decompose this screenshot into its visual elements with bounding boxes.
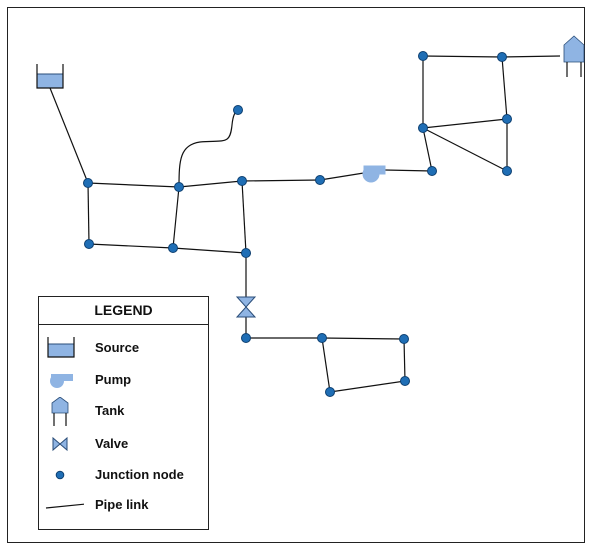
pipe-links [49,55,561,393]
legend-title: LEGEND [39,297,208,325]
pump-icon [362,165,386,183]
source-icon [36,64,64,89]
pipe-link [329,380,406,393]
tank-icon [51,397,69,426]
pump-icon [50,374,73,388]
junction-node [83,178,93,188]
junction-node [241,248,251,258]
pipe-link [178,109,239,188]
pipe-link [172,186,180,249]
legend-item-tank: Tank [39,397,208,426]
pipe-link [321,337,405,340]
pipe-link [501,55,561,58]
junction-node [168,243,178,253]
legend-item-junction-node: Junction node [39,464,208,486]
legend-label: Junction node [95,467,184,482]
tank-icon [563,35,585,77]
pipe-link [49,87,89,184]
pipe-link [403,338,406,382]
legend-item-source: Source [39,337,208,359]
junction-nodes [83,51,512,397]
junction-node [237,176,247,186]
legend-label: Pump [95,372,132,387]
junction-node [502,166,512,176]
junction-node [497,52,507,62]
junction-node [315,175,325,185]
pipe-link [241,179,321,182]
junction-node [502,114,512,124]
legend-label: Tank [95,403,125,418]
pipe-link-icon [45,503,84,509]
pipe-link [172,247,247,254]
junction-node [233,105,243,115]
legend-label: Pipe link [95,497,149,512]
legend-item-pump: Pump [39,369,208,391]
junction-node [418,123,428,133]
pipe-link [384,169,433,172]
junction-node [325,387,335,397]
junction-node [399,334,409,344]
diagram-frame [7,7,585,543]
pipe-link [321,337,331,393]
pipe-link [88,243,174,249]
junction-node [84,239,94,249]
pipe-link [422,55,503,58]
junction-node [174,182,184,192]
legend-item-valve: Valve [39,433,208,455]
valve-icon [52,436,68,452]
legend-label: Valve [95,436,129,451]
pipe-link [422,127,508,172]
pipe-link [87,182,180,188]
legend-label: Source [95,340,140,355]
legend: LEGEND Source Pump Tank Valve [38,296,209,530]
pipe-link [422,118,508,129]
junction-node-icon [55,470,65,480]
junction-node [400,376,410,386]
junction-node [241,333,251,343]
pipe-link [241,180,247,254]
pipe-link [319,171,371,181]
valve-icon [235,296,257,318]
pipe-link [422,127,433,172]
pipe-link [87,182,90,245]
junction-node [427,166,437,176]
pipe-link [501,56,508,120]
source-icon [47,337,75,358]
junction-node [418,51,428,61]
legend-item-pipe-link: Pipe link [39,494,208,516]
junction-node [317,333,327,343]
pipe-link [178,180,243,188]
